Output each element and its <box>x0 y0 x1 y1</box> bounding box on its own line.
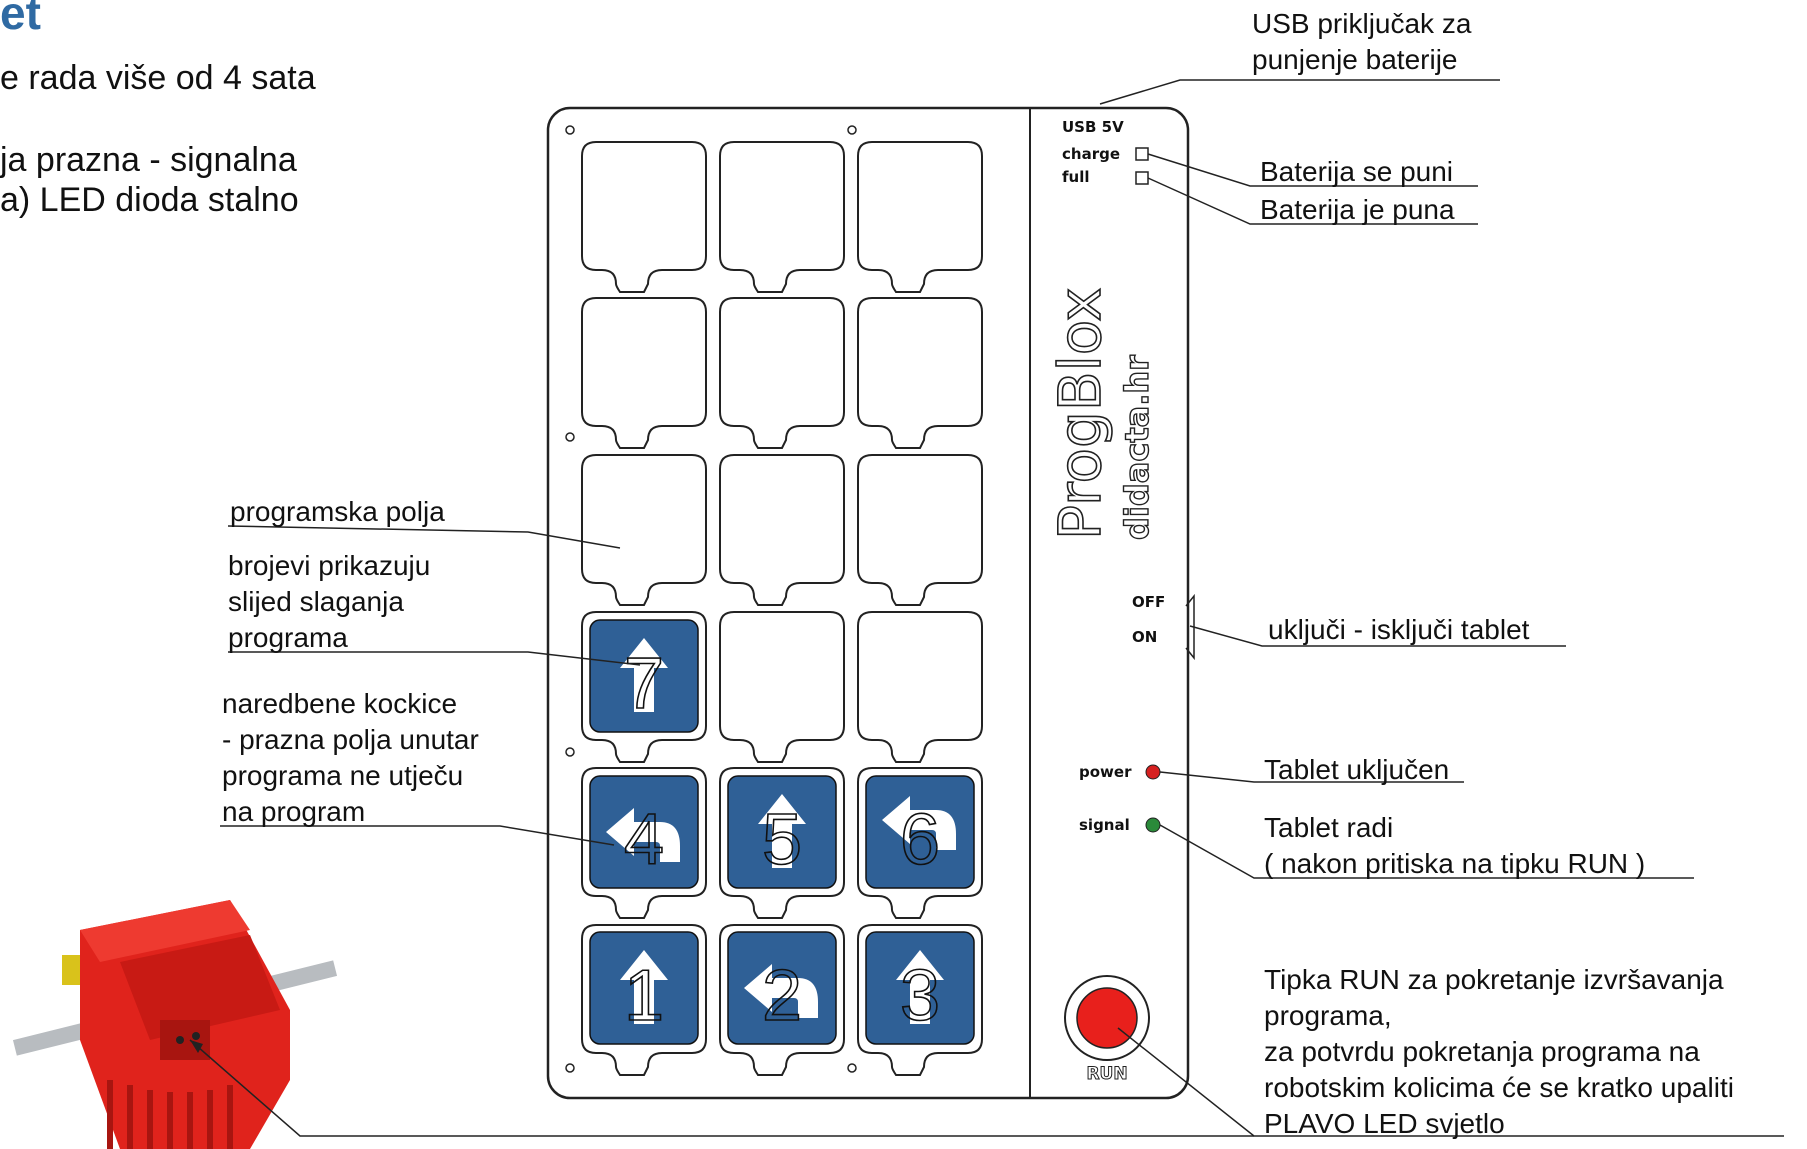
screw-hole <box>565 747 575 757</box>
command-block-5: 5 <box>727 775 837 889</box>
blocks-callout-line-1: naredbene kockice <box>222 688 458 719</box>
signal-led <box>1145 817 1161 833</box>
tile-number-5: 5 <box>762 800 802 880</box>
power-led <box>1145 764 1161 780</box>
screw-hole <box>847 125 857 135</box>
numbers-callout-line-2: slijed slaganja <box>228 586 404 617</box>
robot-cart-image <box>12 900 338 1149</box>
signal-callout-line-1: Tablet radi <box>1264 812 1394 843</box>
run-callout-line-4: robotskim kolicima će se kratko upaliti <box>1264 1072 1734 1103</box>
blocks-callout-line-2: - prazna polja unutar <box>222 724 479 755</box>
charge-label: charge <box>1062 145 1120 163</box>
blocks-callout-line-3: programa ne utječu <box>222 760 464 791</box>
command-blocks: 7 4 5 6 1 2 <box>589 619 975 1045</box>
tile-number-7: 7 <box>624 644 664 724</box>
signal-label: signal <box>1079 816 1130 834</box>
command-block-3: 3 <box>865 931 975 1045</box>
blocks-callout-line-4: na program <box>222 796 366 827</box>
power-label: power <box>1079 763 1132 781</box>
command-block-7: 7 <box>589 619 699 733</box>
numbers-callout-line-3: programa <box>228 622 348 653</box>
screw-hole <box>847 1063 857 1073</box>
tile-number-2: 2 <box>762 956 802 1036</box>
intro-line-1: e rada više od 4 sata <box>0 59 316 97</box>
intro-line-3: a) LED dioda stalno <box>0 181 299 219</box>
full-led <box>1135 171 1149 185</box>
charge-led <box>1135 147 1149 161</box>
command-block-2: 2 <box>727 931 837 1045</box>
usb-callout-line-1: USB priključak za <box>1252 8 1472 39</box>
screw-hole <box>565 125 575 135</box>
tile-number-4: 4 <box>624 800 664 880</box>
switch-callout: uključi - isključi tablet <box>1268 614 1530 645</box>
callout-arrowhead <box>190 1040 203 1053</box>
on-label: ON <box>1132 628 1157 646</box>
run-button[interactable] <box>1064 975 1150 1061</box>
command-block-4: 4 <box>589 775 699 889</box>
run-callout-line-2: programa, <box>1264 1000 1392 1031</box>
run-callout-line-5: PLAVO LED svjetlo <box>1264 1108 1505 1139</box>
full-callout: Baterija je puna <box>1260 194 1455 225</box>
tile-number-1: 1 <box>624 956 664 1036</box>
run-callout-line-3: za potvrdu pokretanja programa na <box>1264 1036 1700 1067</box>
full-label: full <box>1062 168 1090 186</box>
command-block-6: 6 <box>865 775 975 889</box>
numbers-callout-line-1: brojevi prikazuju <box>228 550 431 581</box>
fields-callout: programska polja <box>230 496 445 527</box>
brand-name: ProgBlox <box>1046 287 1114 540</box>
run-callout-line-1: Tipka RUN za pokretanje izvršavanja <box>1264 964 1724 995</box>
signal-callout-line-2: ( nakon pritiska na tipku RUN ) <box>1264 848 1646 879</box>
tile-number-3: 3 <box>900 956 940 1036</box>
tile-number-6: 6 <box>900 800 940 880</box>
screw-hole <box>565 1063 575 1073</box>
usb-callout-line-2: punjenje baterije <box>1252 44 1458 75</box>
page-title: et <box>0 0 41 39</box>
callout-lines <box>189 79 1784 1137</box>
off-label: OFF <box>1132 593 1165 611</box>
command-block-1: 1 <box>589 931 699 1045</box>
usb-label: USB 5V <box>1062 118 1124 136</box>
screw-hole <box>565 432 575 442</box>
power-callout: Tablet uključen <box>1264 754 1450 785</box>
brand-website: didacta.hr <box>1118 355 1156 540</box>
run-label: RUN <box>1086 1064 1127 1084</box>
charging-callout: Baterija se puni <box>1260 156 1454 187</box>
intro-line-2: ja prazna - signalna <box>0 141 297 179</box>
